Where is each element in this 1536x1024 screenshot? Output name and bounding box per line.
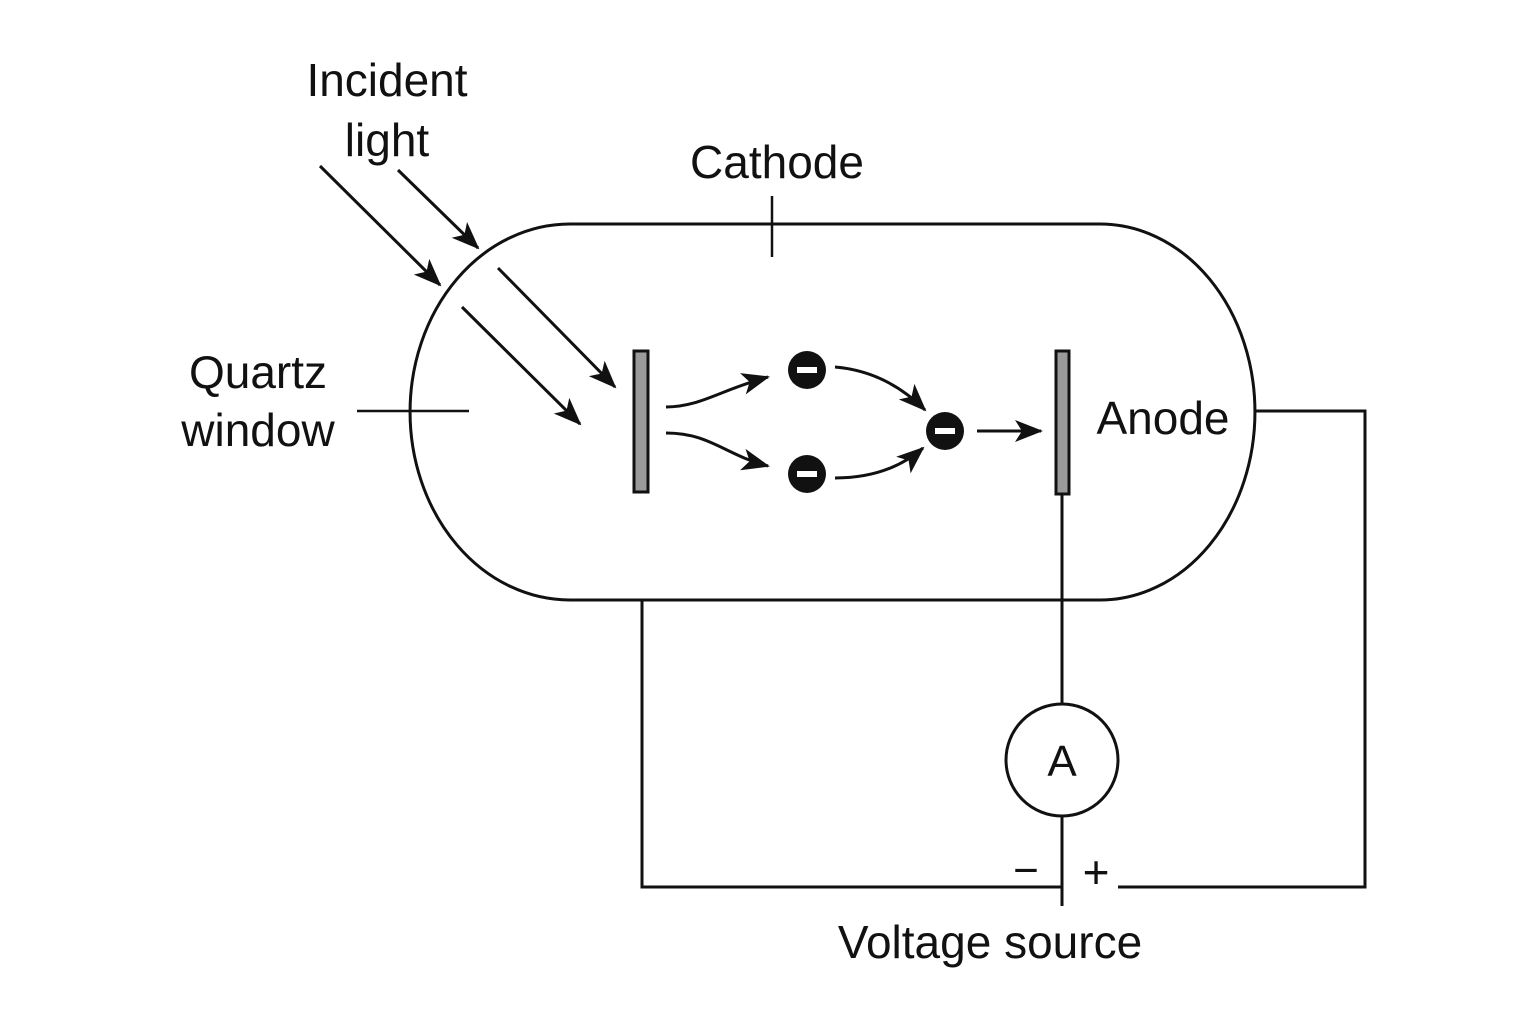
light-ray-arrow xyxy=(318,164,442,287)
electron-paths xyxy=(665,365,1043,480)
electron-path-arrow xyxy=(665,431,770,471)
electron xyxy=(788,351,826,389)
cathode-plate xyxy=(632,349,650,494)
circuit-wires xyxy=(640,409,1367,906)
ammeter xyxy=(1004,702,1120,818)
ammeter-label: A xyxy=(1047,737,1077,786)
anode-plate xyxy=(1054,349,1071,496)
vacuum-tube xyxy=(408,222,1257,602)
electron-path-arrow xyxy=(665,373,770,409)
positive-terminal-sign: + xyxy=(1083,846,1110,898)
anode-label: Anode xyxy=(1096,392,1229,444)
electron xyxy=(926,412,964,450)
incident-light-arrows xyxy=(318,164,617,426)
light-ray-arrow xyxy=(460,305,582,426)
quartz-window-label: Quartz xyxy=(189,346,327,398)
light-ray-arrow xyxy=(496,266,617,389)
light-ray-arrow xyxy=(396,168,480,250)
voltage-source-label: Voltage source xyxy=(838,916,1142,968)
electron-path-arrow xyxy=(834,365,927,412)
incident-light-label: light xyxy=(345,114,430,166)
negative-terminal-sign: − xyxy=(1013,846,1039,895)
incident-light-label: Incident xyxy=(306,54,467,106)
electron xyxy=(788,455,826,493)
electron-path-arrow xyxy=(834,446,925,480)
quartz-window-label: window xyxy=(180,404,335,456)
cathode-label: Cathode xyxy=(690,136,864,188)
